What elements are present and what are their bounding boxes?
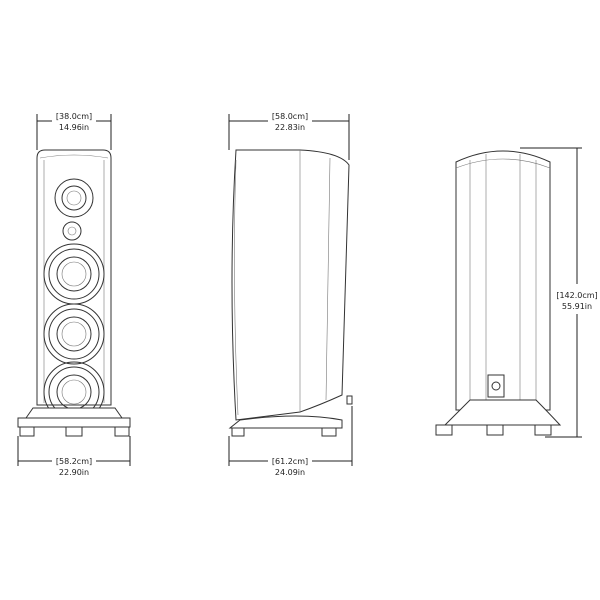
height-cm: [142.0cm] — [556, 291, 597, 300]
dim-height: [142.0cm] 55.91in — [520, 147, 598, 438]
side-cabinet — [231, 149, 350, 421]
dim-front-width: [38.0cm] 14.96in — [36, 112, 112, 150]
side-depth-in: 22.83in — [275, 123, 305, 132]
woofer-2 — [43, 303, 105, 365]
dim-front-base-width: [58.2cm] 22.90in — [17, 436, 131, 477]
tweeter-surround — [54, 178, 94, 218]
dim-side-depth: [58.0cm] 22.83in — [228, 112, 350, 160]
side-base-in: 24.09in — [275, 468, 305, 477]
side-base — [228, 415, 343, 429]
side-depth-cm: [58.0cm] — [272, 112, 308, 121]
back-cabinet — [455, 150, 551, 411]
back-base — [443, 399, 562, 426]
small-driver — [62, 221, 82, 241]
back-view — [435, 150, 562, 436]
front-base-cm: [58.2cm] — [56, 457, 92, 466]
front-width-in: 14.96in — [59, 123, 89, 132]
front-plinth — [25, 407, 123, 419]
woofer-1 — [43, 243, 105, 305]
terminal-panel — [487, 374, 505, 398]
front-width-cm: [38.0cm] — [56, 112, 92, 121]
side-view — [228, 149, 353, 437]
front-base — [17, 417, 131, 428]
height-in: 55.91in — [562, 302, 592, 311]
front-cabinet — [36, 149, 112, 406]
front-base-in: 22.90in — [59, 468, 89, 477]
side-base-cm: [61.2cm] — [272, 457, 308, 466]
front-view — [17, 149, 131, 437]
dim-side-base-depth: [61.2cm] 24.09in — [228, 406, 353, 477]
